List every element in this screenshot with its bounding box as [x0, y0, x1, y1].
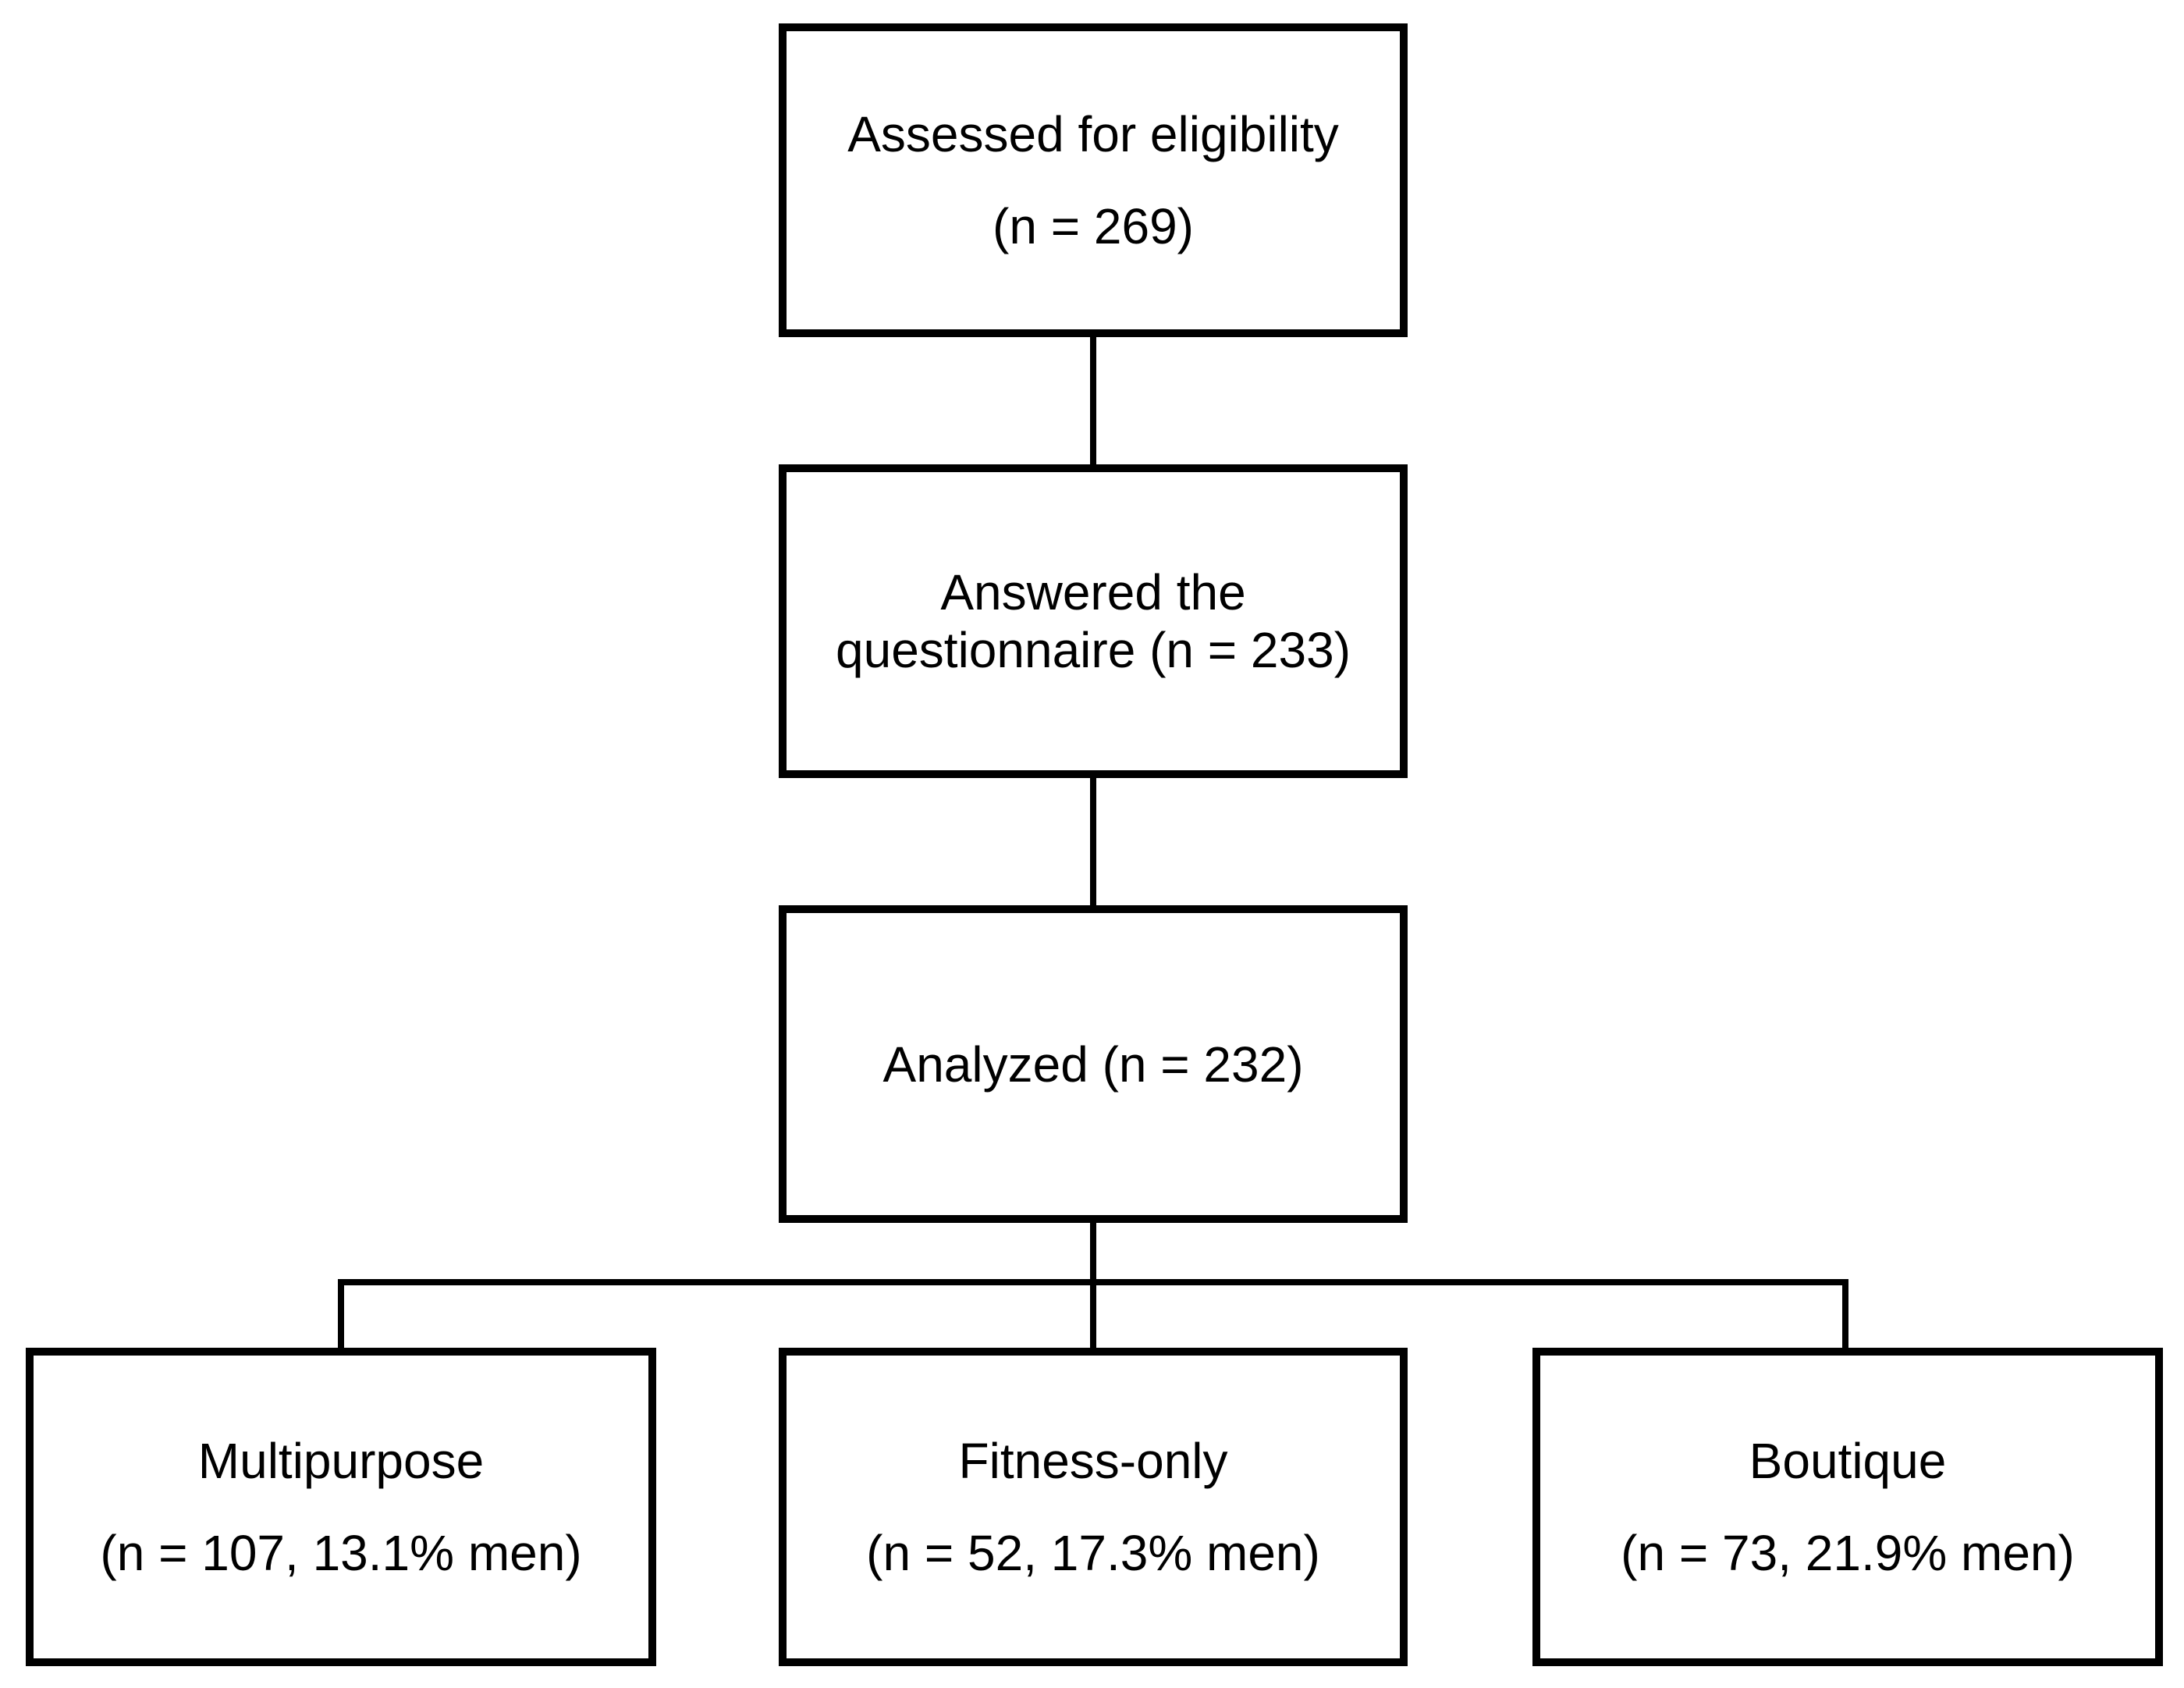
analyzed-label: Analyzed (n = 232)	[882, 1036, 1304, 1093]
multipurpose-box: Multipurpose (n = 107, 13.1% men)	[26, 1348, 656, 1666]
multipurpose-count: (n = 107, 13.1% men)	[100, 1525, 582, 1581]
boutique-count: (n = 73, 21.9% men)	[1621, 1525, 2075, 1581]
boutique-label: Boutique	[1749, 1433, 1947, 1489]
multipurpose-label: Multipurpose	[197, 1433, 485, 1489]
fitness-only-box: Fitness-only (n = 52, 17.3% men)	[779, 1348, 1408, 1666]
eligibility-label: Assessed for eligibility	[847, 106, 1339, 162]
eligibility-count: (n = 269)	[993, 198, 1194, 254]
fitness-only-count: (n = 52, 17.3% men)	[866, 1525, 1320, 1581]
boutique-box: Boutique (n = 73, 21.9% men)	[1532, 1348, 2163, 1666]
answered-count: questionnaire (n = 233)	[836, 622, 1351, 678]
answered-box: Answered the questionnaire (n = 233)	[779, 464, 1408, 778]
analyzed-box: Analyzed (n = 232)	[779, 905, 1408, 1223]
eligibility-box: Assessed for eligibility (n = 269)	[779, 23, 1408, 337]
answered-label: Answered the	[940, 564, 1246, 620]
fitness-only-label: Fitness-only	[958, 1433, 1228, 1489]
